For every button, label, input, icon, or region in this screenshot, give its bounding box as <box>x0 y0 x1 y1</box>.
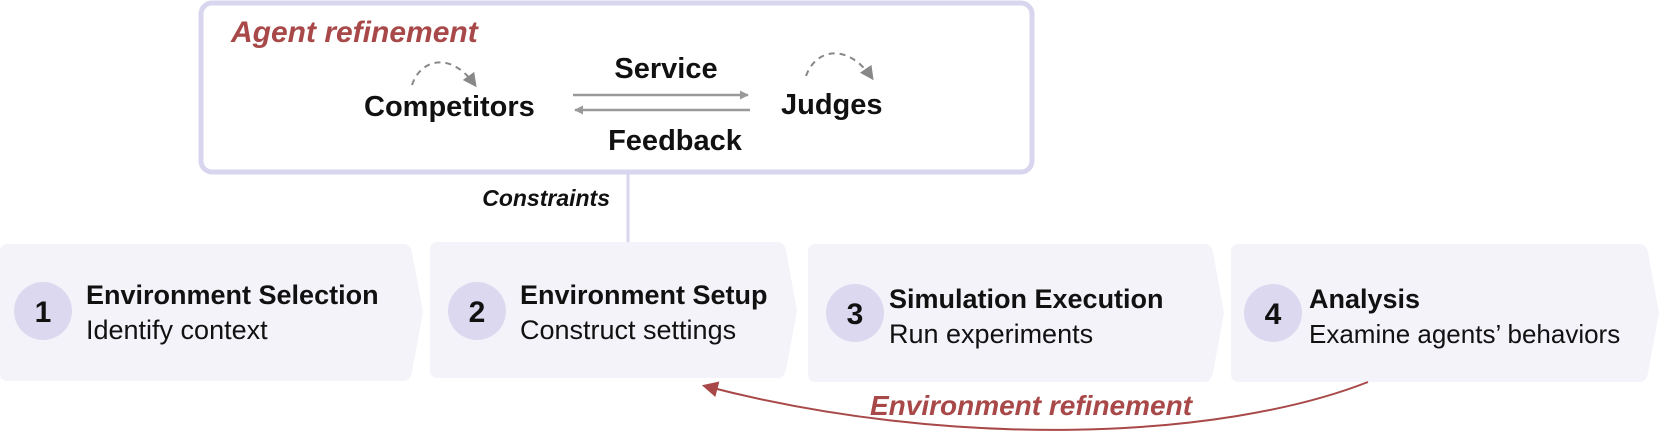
step-4-title: Analysis <box>1309 284 1420 314</box>
step-2-number: 2 <box>469 296 486 329</box>
step-1-number: 1 <box>35 296 52 329</box>
step-environment-setup: 2 Environment Setup Construct settings <box>430 242 797 378</box>
environment-refinement-label: Environment refinement <box>870 390 1194 421</box>
step-2-subtitle: Construct settings <box>520 315 736 345</box>
step-analysis: 4 Analysis Examine agents’ behaviors <box>1231 244 1659 382</box>
step-2-shape <box>430 242 797 378</box>
step-2-title: Environment Setup <box>520 280 768 310</box>
step-4-number: 4 <box>1265 298 1282 331</box>
agent-refinement-panel: Agent refinement Competitors Judges Serv… <box>198 0 1035 175</box>
competitors-loop-arrow <box>411 61 477 88</box>
step-2-number-circle <box>448 282 506 340</box>
step-3-title: Simulation Execution <box>889 284 1164 314</box>
environment-refinement-arrow <box>701 381 1369 431</box>
judges-label: Judges <box>781 89 883 121</box>
step-3-number-circle <box>826 284 884 342</box>
step-4-number-circle <box>1244 284 1302 342</box>
step-1-number-circle <box>14 282 72 340</box>
step-3-subtitle: Run experiments <box>889 319 1093 349</box>
step-1-subtitle: Identify context <box>86 315 268 345</box>
step-4-subtitle: Examine agents’ behaviors <box>1309 319 1620 349</box>
step-3-shape <box>808 244 1224 382</box>
step-simulation-execution: 3 Simulation Execution Run experiments <box>808 244 1224 382</box>
constraints-label: Constraints <box>482 185 610 211</box>
step-environment-selection: 1 Environment Selection Identify context <box>0 244 423 381</box>
service-label: Service <box>614 53 717 85</box>
step-1-title: Environment Selection <box>86 280 379 310</box>
step-1-shape <box>0 244 423 381</box>
step-3-number: 3 <box>847 298 864 331</box>
step-4-shape <box>1231 244 1659 382</box>
agent-refinement-title: Agent refinement <box>230 16 480 49</box>
feedback-label: Feedback <box>608 125 743 157</box>
judges-loop-arrow <box>805 52 874 81</box>
competitors-label: Competitors <box>364 91 535 123</box>
agent-refinement-box <box>198 0 1035 175</box>
